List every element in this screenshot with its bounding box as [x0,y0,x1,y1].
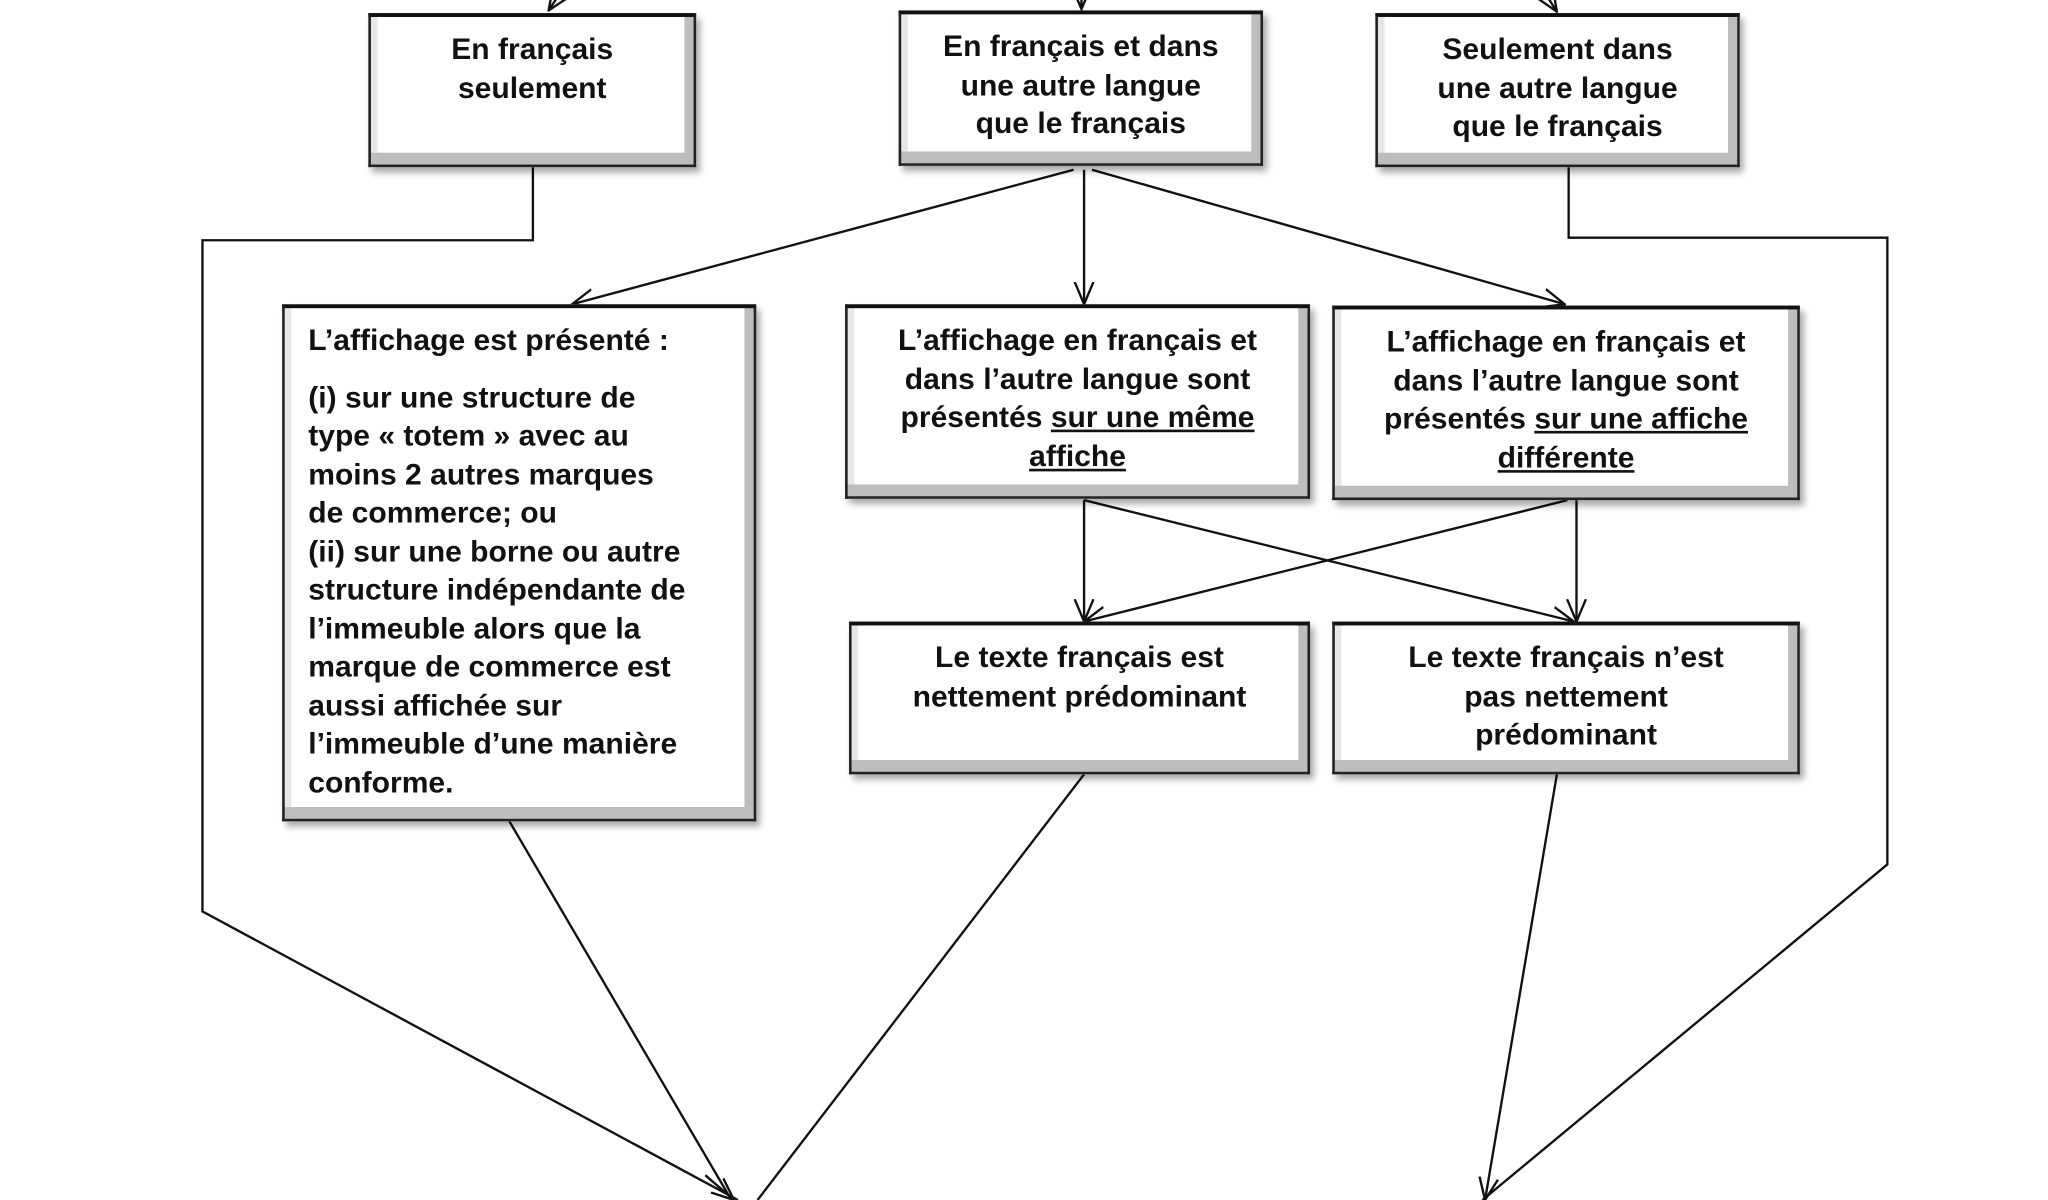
box-text-line: L’affichage en français et [848,321,1308,360]
box-text-line: (i) sur une structure de [308,378,753,417]
text-segment: marque de commerce est [308,648,671,683]
text-segment: En français et dans [943,28,1219,63]
box-text-line: Le texte français n’est [1335,639,1797,678]
box-text-line: une autre langue [901,66,1260,105]
text-segment: L’affichage en français et [898,322,1258,357]
arrow-to-affiche-differente [1091,168,1565,304]
connector-francais-seulement [201,167,739,1200]
box-text-line: prédominant [1335,716,1797,755]
arrow-diff-to-predominant [1084,498,1568,621]
box-nettement-predominant: Le texte français est nettement prédomina… [848,621,1311,775]
box-text-line: dans l’autre langue sont [848,360,1308,399]
box-affichage-presente: L’affichage est présenté : (i) sur une st… [282,304,757,822]
text-segment: moins 2 autres marques [308,456,654,491]
arrow-to-affichage-presente [572,168,1074,304]
box-text-line: différente [1335,438,1797,477]
text-segment: prédominant [1475,716,1657,751]
text-segment: que le français [975,105,1186,140]
box-text-line: L’affichage en français et [1335,323,1797,362]
box-text-line: l’immeuble d’une manière [308,725,753,764]
text-segment: pas nettement [1464,678,1668,713]
box-text-line: que le français [901,104,1260,143]
text-segment: nettement prédominant [912,678,1247,713]
text-segment: l’immeuble alors que la [308,610,641,645]
connector-seulement-autre [1481,167,1889,1200]
text-segment: L’affichage est présenté : [308,322,669,357]
underlined-text: sur une même [1050,399,1255,434]
text-segment: aussi affichée sur [308,687,563,722]
box-text-line: affiche [848,437,1308,476]
box-text-line: de commerce; ou [308,494,753,533]
text-segment: l’immeuble d’une manière [308,726,678,760]
box-text-line: une autre langue [1378,69,1737,108]
box-affiche-differente: L’affichage en français et dans l’autre l… [1332,305,1800,501]
box-text-line: l’immeuble alors que la [308,609,753,648]
box-text-line: (ii) sur une borne ou autre [308,532,753,571]
box-text-line: présentés sur une même [848,398,1308,437]
text-segment: présentés [1384,400,1535,435]
arrow-in-3 [1541,0,1557,12]
arrow-bottom-left [704,1174,734,1200]
text-segment: seulement [457,69,607,104]
box-text-line: type « totem » avec au [308,417,753,456]
underlined-text: différente [1497,439,1635,474]
text-segment: de commerce; ou [308,494,557,529]
text-segment: L’affichage en français et [1386,323,1746,358]
box-text-line: marque de commerce est [308,648,753,687]
box-text-line: moins 2 autres marques [308,455,753,494]
box-text-line: dans l’autre langue sont [1335,361,1797,400]
connector-predominant [756,773,1086,1200]
connector-affichage-presente [508,820,733,1200]
box-text-line: structure indépendante de [308,571,753,610]
spacer [308,360,753,378]
box-text-line: L’affichage est présenté : [308,321,753,360]
arrow-pas-predominant [1485,774,1559,1200]
box-text-line: présentés sur une affiche [1335,400,1797,439]
text-segment: présentés [900,399,1051,434]
text-segment: (i) sur une structure de [308,379,636,414]
text-segment: type « totem » avec au [308,417,629,452]
text-segment: Le texte français n’est [1408,639,1724,674]
box-text-line: En français [371,30,694,69]
text-segment: une autre langue [1437,69,1678,104]
text-segment: Le texte français est [935,639,1224,674]
box-text-line: pas nettement [1335,677,1797,716]
text-segment: une autre langue [960,67,1201,102]
box-text-line: En français et dans [901,27,1260,66]
text-segment: Seulement dans [1442,31,1673,66]
box-text-line: que le français [1378,107,1737,146]
box-text-line: aussi affichée sur [308,686,753,725]
box-text-line: conforme. [308,763,753,802]
underlined-text: affiche [1029,438,1126,473]
box-meme-affiche: L’affichage en français et dans l’autre l… [845,304,1311,499]
text-segment: (ii) sur une borne ou autre [308,533,681,568]
text-segment: structure indépendante de [308,571,686,606]
text-segment: conforme. [308,764,454,799]
text-segment: dans l’autre langue sont [1393,362,1739,397]
text-segment: En français [451,31,614,66]
text-segment: que le français [1452,108,1663,143]
arrow-in-1 [549,0,565,10]
box-text-line: Le texte français est [852,639,1308,678]
box-text-line: seulement [371,69,694,108]
text-segment: dans l’autre langue sont [904,361,1251,395]
box-text-line: nettement prédominant [852,677,1308,716]
underlined-text: sur une affiche [1534,400,1749,435]
box-text-line: Seulement dans [1378,30,1737,69]
